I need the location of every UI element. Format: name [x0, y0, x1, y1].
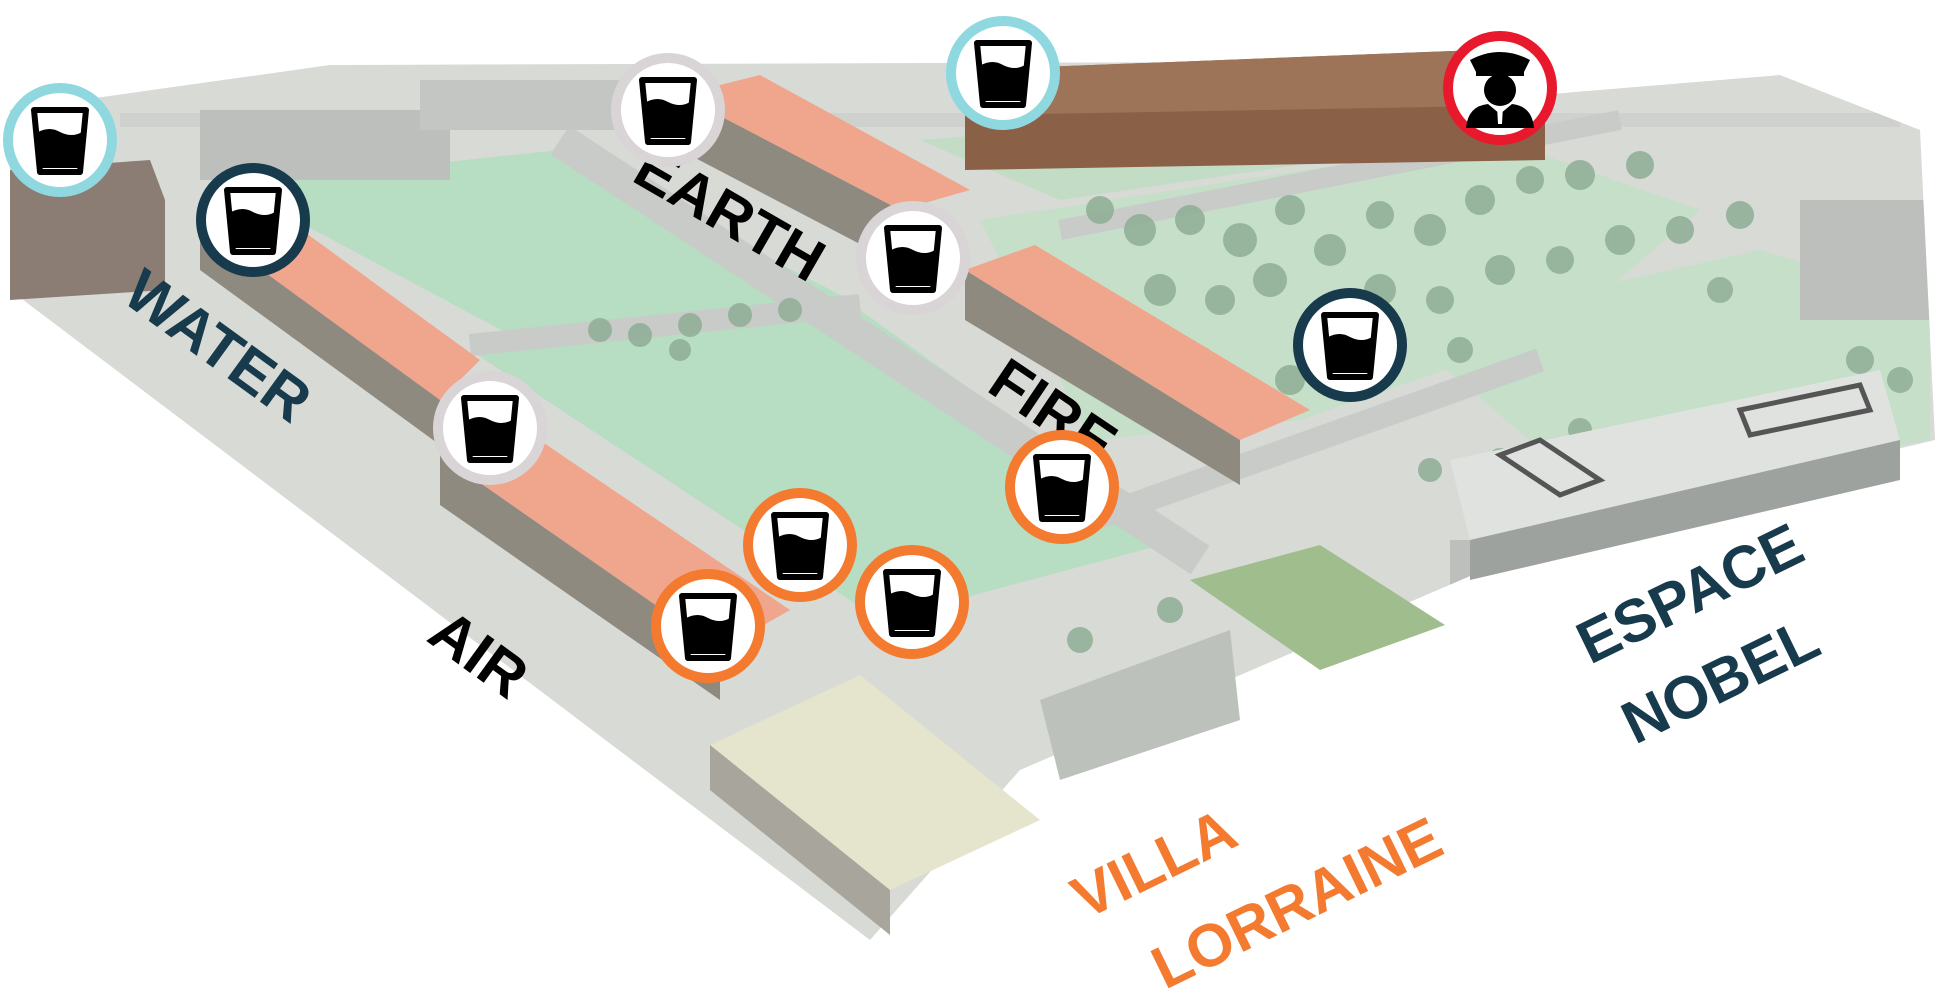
security-marker[interactable] — [1443, 31, 1557, 145]
water-fountain-marker-villa-3[interactable] — [855, 545, 969, 659]
water-fountain-marker-earth[interactable] — [611, 53, 725, 167]
water-glass-icon — [887, 228, 939, 290]
water-fountain-marker-west[interactable] — [3, 83, 117, 197]
water-fountain-marker-villa-4[interactable] — [651, 569, 765, 683]
water-glass-icon — [642, 80, 694, 142]
water-glass-icon — [227, 190, 279, 252]
water-fountain-marker-north[interactable] — [946, 16, 1060, 130]
water-fountain-marker-villa-1[interactable] — [1005, 430, 1119, 544]
water-glass-icon — [774, 515, 826, 577]
water-fountain-marker-fire[interactable] — [856, 201, 970, 315]
water-glass-icon — [977, 43, 1029, 105]
markers-layer — [3, 16, 1557, 683]
water-fountain-marker-espace-nobel[interactable] — [1293, 288, 1407, 402]
water-glass-icon — [464, 398, 516, 460]
buildings — [10, 48, 1900, 935]
water-glass-icon — [1036, 457, 1088, 519]
water-fountain-marker-water[interactable] — [196, 163, 310, 277]
water-glass-icon — [34, 110, 86, 172]
water-glass-icon — [682, 596, 734, 658]
water-fountain-marker-air[interactable] — [433, 371, 547, 485]
water-glass-icon — [1324, 315, 1376, 377]
water-fountain-marker-villa-2[interactable] — [743, 488, 857, 602]
security-guard-icon — [1466, 52, 1534, 128]
water-glass-icon — [886, 572, 938, 634]
